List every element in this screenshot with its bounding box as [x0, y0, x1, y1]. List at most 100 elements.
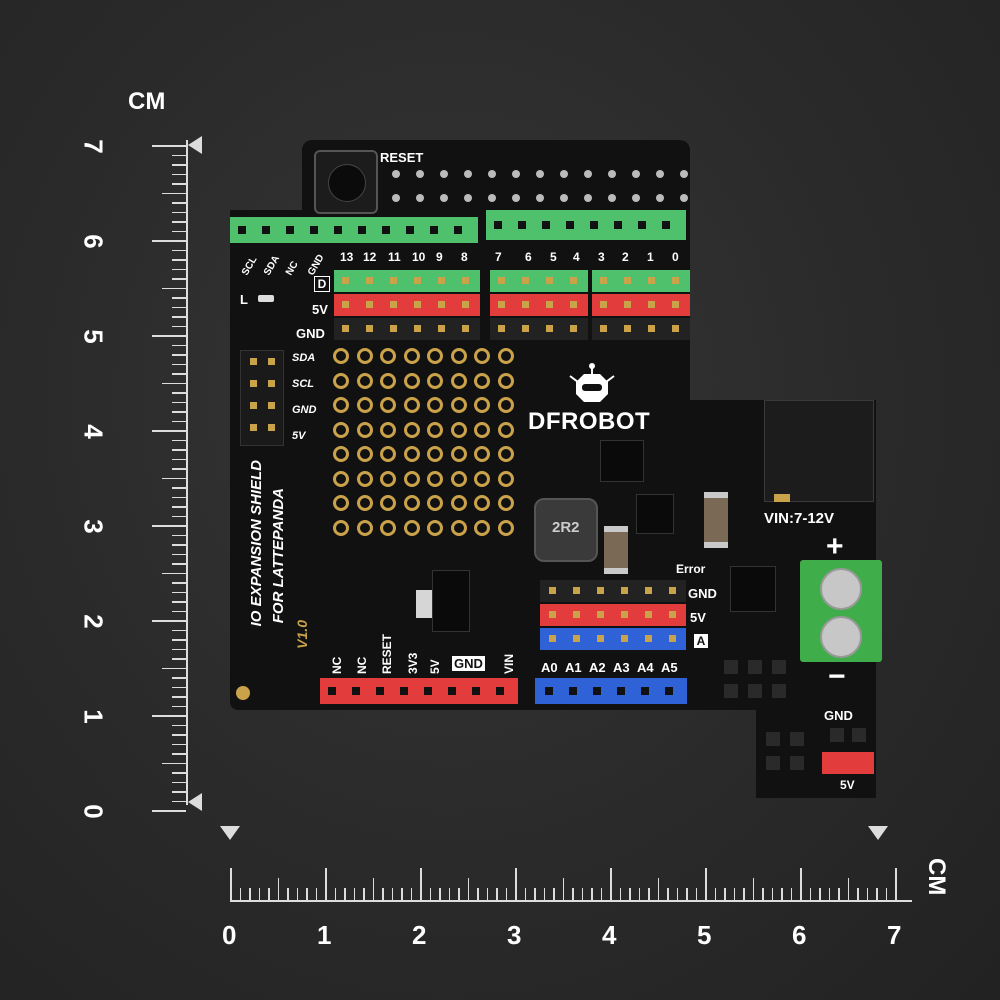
vertical-ruler-tick [172, 211, 186, 213]
header-hole [590, 221, 598, 229]
horizontal-ruler-tick [534, 888, 536, 902]
digital-pin-number: 5 [550, 250, 557, 264]
header-pin [522, 277, 529, 284]
proto-hole [380, 421, 396, 438]
digital-signal-row [490, 270, 588, 292]
header-pin [462, 301, 469, 308]
proto-hole [403, 421, 420, 438]
ext-5v-label: 5V [840, 778, 855, 792]
pad-hole [632, 194, 640, 202]
proto-hole [356, 421, 373, 438]
screw-2[interactable] [820, 616, 862, 658]
proto-hole [333, 519, 349, 536]
analog-group-letter: A [694, 634, 708, 648]
barrel-jack[interactable] [764, 400, 874, 502]
horizontal-ruler-tick [695, 888, 697, 902]
digital-5v-label: 5V [312, 302, 328, 317]
proto-hole [427, 397, 443, 413]
vertical-ruler-tick [152, 145, 186, 147]
bottom-ruler-right-arrow [868, 826, 888, 840]
vertical-ruler-number: 2 [78, 614, 109, 629]
i2c-pin [250, 380, 257, 387]
proto-hole [497, 397, 514, 413]
vertical-ruler-tick [172, 781, 186, 783]
digital-5v-row [334, 294, 480, 316]
right-pin-block [748, 684, 762, 698]
i2c-pin [268, 424, 275, 431]
horizontal-ruler-tick [562, 878, 564, 902]
proto-hole [333, 348, 349, 364]
horizontal-ruler-tick [439, 888, 441, 902]
vertical-ruler-tick [172, 411, 186, 413]
power-pin-label: VIN [502, 653, 516, 674]
screw-1[interactable] [820, 568, 862, 610]
vertical-ruler-number: 5 [78, 329, 109, 344]
horizontal-ruler-tick [448, 888, 450, 902]
horizontal-ruler-tick [619, 888, 621, 902]
power-header-hole [400, 687, 408, 695]
analog-5v-label: 5V [690, 610, 706, 625]
mounting-hole [236, 686, 250, 700]
digital-pin-number: 7 [495, 250, 502, 264]
vertical-ruler-tick [172, 154, 186, 156]
pad-hole [512, 194, 520, 202]
i2c-header [240, 350, 284, 446]
analog-pin [549, 635, 556, 642]
horizontal-ruler-tick [895, 868, 897, 902]
board-title-line1: IO EXPANSION SHIELD [248, 460, 265, 627]
digital-pin-number: 11 [388, 250, 401, 264]
led-indicator [258, 295, 274, 302]
bottom-ruler-ticks [0, 860, 1000, 902]
header-pin [438, 325, 445, 332]
vertical-ruler-tick [172, 392, 186, 394]
vertical-ruler-tick [172, 696, 186, 698]
horizontal-ruler-tick [610, 868, 612, 902]
horizontal-ruler-tick [838, 888, 840, 902]
vertical-ruler-tick [172, 268, 186, 270]
reset-button[interactable] [314, 150, 378, 214]
vertical-ruler-tick [152, 525, 186, 527]
proto-hole [333, 495, 349, 511]
digital-pin-number: 9 [436, 250, 443, 264]
horizontal-ruler-tick [743, 888, 745, 902]
header-pin [624, 325, 631, 332]
analog-pin [645, 635, 652, 642]
i2c-pin [268, 402, 275, 409]
analog-pin [621, 587, 628, 594]
screw-terminal[interactable] [800, 560, 882, 662]
reset-button-cap[interactable] [328, 164, 366, 202]
horizontal-ruler-number: 1 [317, 920, 332, 950]
vin-label: VIN:7-12V [764, 510, 835, 527]
proto-hole [474, 495, 490, 511]
header-hole [286, 226, 294, 234]
proto-hole [380, 372, 396, 389]
horizontal-ruler-tick [496, 888, 498, 902]
i2c-label: 5V [292, 430, 306, 442]
vertical-ruler-tick [172, 278, 186, 280]
proto-hole [450, 519, 467, 536]
vertical-ruler-tick [172, 221, 186, 223]
barrel-jack-pin [774, 494, 790, 502]
horizontal-ruler-tick [781, 888, 783, 902]
digital-pin-number: 8 [461, 250, 468, 264]
header-pin [498, 325, 505, 332]
proto-hole [474, 421, 490, 438]
proto-hole [333, 421, 349, 438]
vertical-ruler-tick [172, 316, 186, 318]
horizontal-ruler-tick [771, 888, 773, 902]
horizontal-ruler-tick [477, 888, 479, 902]
horizontal-ruler-tick [239, 888, 241, 902]
digital-pin-number: 4 [573, 250, 580, 264]
header-hole [430, 226, 438, 234]
pad-hole [632, 170, 640, 178]
proto-hole [497, 372, 514, 389]
header-pin [546, 277, 553, 284]
horizontal-ruler-tick [657, 878, 659, 902]
power-header [320, 678, 518, 704]
right-pin-block [772, 684, 786, 698]
horizontal-ruler-tick [249, 888, 251, 902]
power-inductor: 2R2 [534, 498, 598, 562]
proto-hole [427, 495, 443, 511]
proto-hole [497, 348, 514, 364]
vertical-ruler-tick [172, 420, 186, 422]
